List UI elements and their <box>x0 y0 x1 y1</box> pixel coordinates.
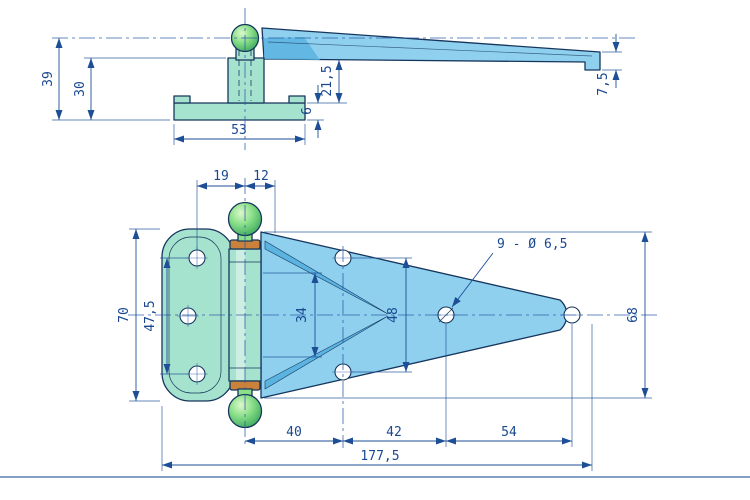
dim-48-label: 48 <box>386 307 401 323</box>
dim-6: 6 <box>300 85 324 138</box>
dim-53-label: 53 <box>231 123 247 138</box>
side-view: 39 30 53 6 21,5 <box>41 8 635 150</box>
strap-ridge-line <box>267 41 593 57</box>
dim-68: 68 <box>264 231 652 399</box>
dim-39: 39 <box>41 38 170 121</box>
dim-19-label: 19 <box>213 169 229 184</box>
dim-53: 53 <box>173 123 306 145</box>
dim-39-label: 39 <box>41 71 56 87</box>
dim-47-5-label: 47,5 <box>143 300 158 331</box>
dim-34: 34 <box>263 272 322 358</box>
dim-34-label: 34 <box>295 307 310 323</box>
dim-42-label: 42 <box>386 425 402 440</box>
dim-30: 30 <box>73 57 226 120</box>
front-view: 19 12 70 47,5 34 48 <box>117 169 658 471</box>
dim-70: 70 <box>117 228 160 402</box>
dim-6-label: 6 <box>300 107 315 115</box>
hole-note: 9 - Ø 6,5 <box>451 237 567 308</box>
dim-12-label: 12 <box>253 169 269 184</box>
dim-30-label: 30 <box>73 81 88 97</box>
strap-rib-bottom <box>264 315 389 390</box>
base-lip-left <box>173 95 191 104</box>
base-lip-right <box>288 95 306 104</box>
dim-70-label: 70 <box>117 307 132 323</box>
base-flange <box>173 102 306 121</box>
hole-note-label: 9 - Ø 6,5 <box>497 237 567 252</box>
dim-40-label: 40 <box>286 425 302 440</box>
dim-21-5-label: 21,5 <box>320 65 335 96</box>
dim-177-5-label: 177,5 <box>360 449 399 464</box>
dim-19-12: 19 12 <box>196 169 276 250</box>
dim-pitch-row: 40 42 54 <box>245 324 573 447</box>
dim-54-label: 54 <box>501 425 517 440</box>
dim-7-5: 7,5 <box>596 34 622 96</box>
knuckle-pedestal <box>227 57 265 104</box>
strap-rib-top <box>264 240 389 315</box>
dim-48: 48 <box>352 257 412 373</box>
dim-7-5-label: 7,5 <box>596 72 611 95</box>
dim-47-5: 47,5 <box>143 257 188 375</box>
dim-68-label: 68 <box>626 307 641 323</box>
dim-21-5: 21,5 <box>307 60 347 104</box>
dim-177-5: 177,5 <box>161 324 593 471</box>
